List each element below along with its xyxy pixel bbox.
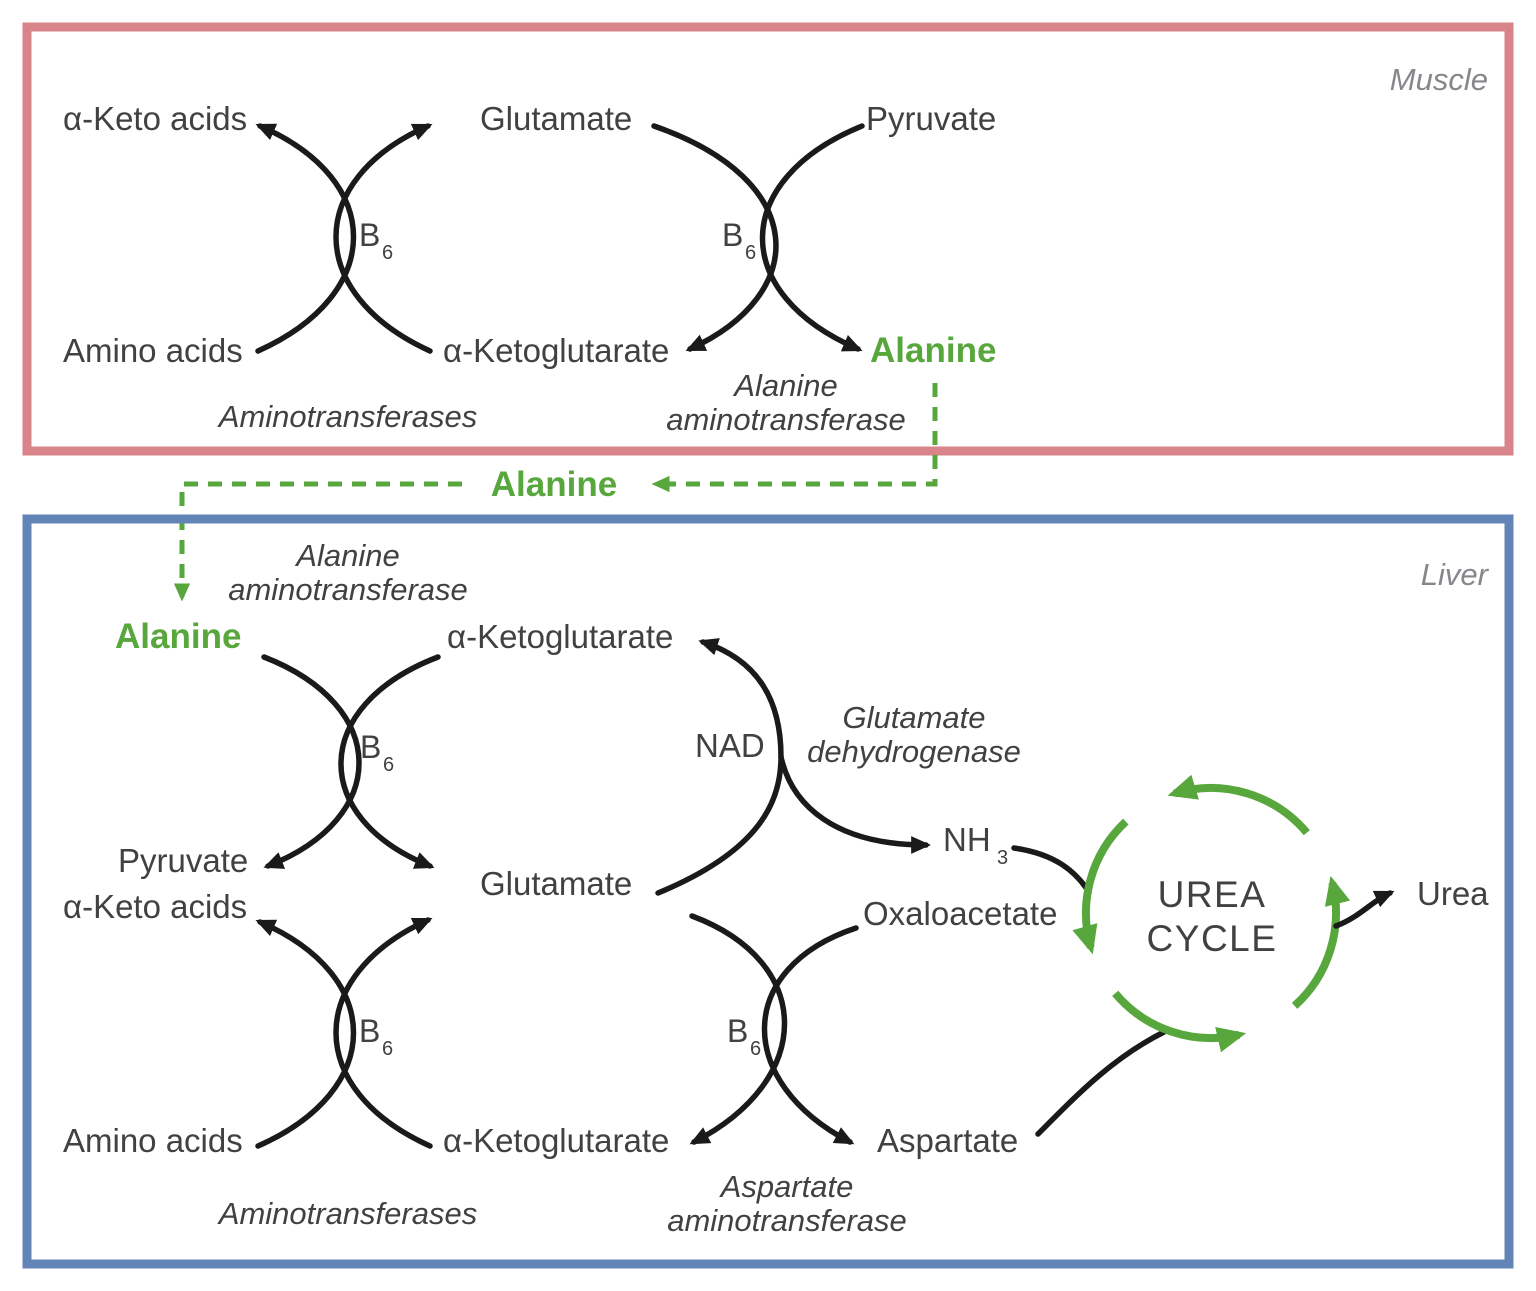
muscle-b6-cofactor-2: B: [722, 217, 743, 253]
liver-nh3-label: NH: [943, 821, 991, 858]
muscle-box: [22, 22, 1514, 456]
liver-pyruvate-label: Pyruvate: [118, 842, 248, 879]
muscle-alpha-keto-acids-label: α-Keto acids: [63, 100, 247, 137]
liver-b6-cofactor-1: B: [360, 729, 381, 765]
muscle-arrow-ketoglutarate-to-glutamate: [333, 123, 433, 354]
liver-arrow-aminoacids-to-ketoacids: [255, 919, 357, 1149]
liver-b6-cofactor-2: B: [359, 1013, 380, 1049]
muscle-alpha-ketoglutarate-label: α-Ketoglutarate: [443, 332, 669, 369]
muscle-alanine-aminotransferase-line1: Alanine: [732, 368, 837, 403]
muscle-aminotransferases-label: Aminotransferases: [217, 399, 477, 434]
alanine-shuttle: Alanine: [173, 383, 938, 602]
urea-cycle-arc-left: [1072, 818, 1129, 955]
liver-curve-nh3-to-urea-cycle: [1011, 845, 1092, 895]
shuttle-dashed-arrow-from-muscle: [651, 383, 938, 493]
muscle-pyruvate-label: Pyruvate: [866, 100, 996, 137]
liver-alanine-aminotransferase-line1: Alanine: [294, 538, 399, 573]
liver-alpha-keto-acids-label: α-Keto acids: [63, 888, 247, 925]
liver-glutamate-dehydrogenase-line1: Glutamate: [842, 700, 985, 735]
liver-b6-cofactor-2-subscript: 6: [382, 1038, 393, 1060]
muscle-amino-acids-label: Amino acids: [63, 332, 243, 369]
liver-alpha-ketoglutarate-top-label: α-Ketoglutarate: [447, 618, 673, 655]
liver-nad-label: NAD: [695, 727, 765, 764]
muscle-arrow-glutamate-to-ketoglutarate: [651, 123, 779, 352]
urea-cycle-arc-bottom: [1112, 990, 1247, 1053]
muscle-glutamate-label: Glutamate: [480, 100, 632, 137]
liver-region: Liver Alanine aminotransferase Alanine α…: [22, 514, 1514, 1269]
liver-b6-cofactor-3: B: [727, 1013, 748, 1049]
liver-b6-cofactor-3-subscript: 6: [750, 1038, 761, 1060]
liver-aminotransferases-label: Aminotransferases: [217, 1196, 477, 1231]
muscle-b6-cofactor-2-subscript: 6: [745, 242, 756, 264]
liver-b6-cofactor-1-subscript: 6: [383, 754, 394, 776]
shuttle-alanine-label: Alanine: [491, 465, 617, 504]
liver-arrow-glutamate-to-ketoglutarate-gdh: [655, 638, 784, 896]
liver-glutamate-label: Glutamate: [480, 865, 632, 902]
muscle-region-label: Muscle: [1390, 62, 1488, 97]
liver-arrow-urea-cycle-to-urea: [1333, 890, 1395, 929]
liver-arrow-oxaloacetate-to-aspartate: [761, 925, 859, 1145]
urea-cycle: UREA CYCLE Urea: [1011, 774, 1489, 1137]
liver-oxaloacetate-label: Oxaloacetate: [863, 895, 1057, 932]
liver-alanine-label: Alanine: [115, 617, 241, 656]
liver-amino-acids-label: Amino acids: [63, 1122, 243, 1159]
liver-arrow-ketoglutarate-to-glutamate: [338, 654, 441, 869]
urea-cycle-arc-top: [1167, 774, 1310, 836]
urea-cycle-arc-right: [1291, 875, 1351, 1009]
liver-arrow-ketoglutarate-to-glutamate-2: [333, 917, 433, 1149]
urea-cycle-title-line1: UREA: [1158, 874, 1267, 915]
liver-box: [22, 514, 1514, 1269]
liver-aspartate-aminotransferase-line1: Aspartate: [719, 1169, 854, 1204]
muscle-alanine-aminotransferase-line2: aminotransferase: [666, 402, 906, 437]
muscle-arrow-aminoacids-to-ketoacids: [255, 123, 357, 354]
liver-glutamate-dehydrogenase-line2: dehydrogenase: [807, 734, 1021, 769]
liver-alanine-aminotransferase-line2: aminotransferase: [228, 572, 468, 607]
liver-region-label: Liver: [1421, 557, 1490, 592]
muscle-b6-cofactor-1-subscript: 6: [382, 242, 393, 264]
liver-curve-aspartate-to-urea-cycle: [1035, 1029, 1167, 1137]
liver-nh3-subscript: 3: [997, 847, 1008, 869]
liver-arrow-alanine-to-pyruvate: [261, 654, 362, 869]
muscle-alanine-label: Alanine: [870, 331, 996, 370]
liver-alpha-ketoglutarate-bottom-label: α-Ketoglutarate: [443, 1122, 669, 1159]
muscle-arrow-pyruvate-to-alanine: [759, 123, 865, 352]
urea-cycle-title-line2: CYCLE: [1147, 918, 1278, 959]
liver-arrow-glutamate-to-ketoglutarate-2: [689, 913, 788, 1145]
muscle-b6-cofactor-1: B: [359, 217, 380, 253]
liver-aspartate-label: Aspartate: [877, 1122, 1018, 1159]
liver-aspartate-aminotransferase-line2: aminotransferase: [667, 1203, 907, 1238]
liver-urea-label: Urea: [1417, 875, 1489, 912]
liver-arrow-gdh-to-nh3: [778, 754, 931, 854]
muscle-region: Muscle α-Keto acids Glutamate Pyruvate A…: [22, 22, 1514, 456]
